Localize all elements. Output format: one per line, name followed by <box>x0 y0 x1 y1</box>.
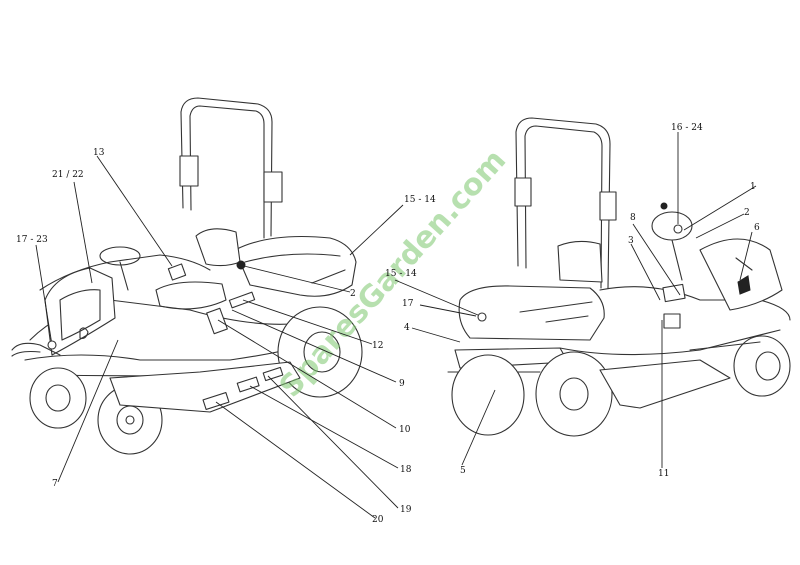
rear-hood <box>458 285 605 341</box>
callout-18: 18 <box>400 465 412 475</box>
callout-5: 5 <box>460 466 466 476</box>
left-rear-wheel <box>277 306 363 398</box>
callout-labels: 17 - 23 21 / 22 13 15 - 14 2 12 9 10 18 … <box>16 123 760 525</box>
callout-20: 20 <box>372 515 384 525</box>
left-mower-drawing <box>11 97 363 455</box>
left-front-wheel-1 <box>29 367 87 429</box>
callout-9: 9 <box>399 379 405 389</box>
rops-bracket-right <box>263 171 283 203</box>
callout-1: 1 <box>750 182 756 192</box>
seat-back <box>195 228 241 267</box>
callout-6: 6 <box>754 223 760 233</box>
callout-4: 4 <box>404 323 410 333</box>
callout-8: 8 <box>630 213 636 223</box>
rops-bracket-right-2 <box>599 191 617 221</box>
callout-2-left: 2 <box>350 289 356 299</box>
target-markers <box>47 224 683 350</box>
cutting-deck <box>109 361 301 413</box>
seat-back-2 <box>557 240 603 283</box>
callout-21-22: 21 / 22 <box>52 170 84 180</box>
seat-cushion <box>155 281 227 310</box>
right-rear-wheel-2 <box>535 351 613 437</box>
callout-17-23: 17 - 23 <box>16 235 48 245</box>
callout-13: 13 <box>93 148 105 158</box>
right-front-wheel <box>733 335 791 397</box>
callout-15-14-right: 15 - 14 <box>385 269 417 279</box>
callout-12: 12 <box>372 341 383 351</box>
cutting-deck-2 <box>599 359 731 409</box>
callout-11: 11 <box>658 469 669 479</box>
callout-19: 19 <box>400 505 412 515</box>
leader-lines <box>35 132 757 519</box>
callout-16-24: 16 - 24 <box>671 123 703 133</box>
callout-15-14-left: 15 - 14 <box>404 195 436 205</box>
callout-7: 7 <box>52 479 58 489</box>
callout-3: 3 <box>628 236 634 246</box>
callout-10: 10 <box>399 425 411 435</box>
right-mower-drawing <box>447 117 791 437</box>
rops-bracket-left-2 <box>514 177 532 207</box>
right-rear-wheel-1 <box>451 354 525 436</box>
callout-2-right: 2 <box>744 208 750 218</box>
rops-bracket-left <box>179 155 199 187</box>
callout-17: 17 <box>402 299 414 309</box>
